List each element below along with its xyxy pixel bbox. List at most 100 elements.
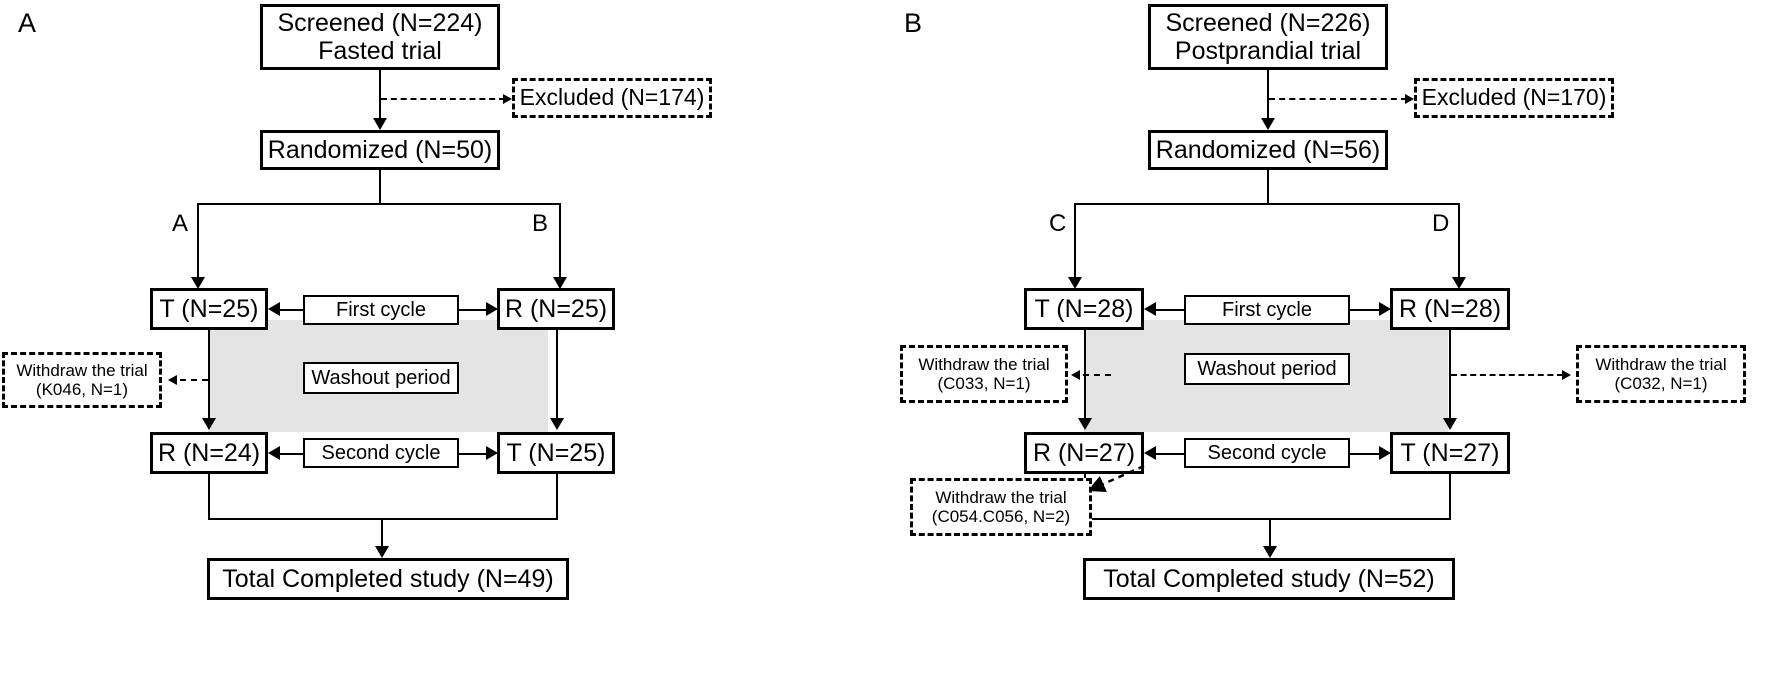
withdraw-left-upper-arrowhead — [1071, 370, 1080, 380]
panel-a-letter: A — [18, 8, 37, 38]
branch-left-letter: C — [1049, 210, 1067, 237]
withdraw-left-upper-line1: Withdraw the trial — [918, 354, 1050, 374]
second-cycle-arrowhead-left — [268, 446, 280, 460]
connector-screened-randomized — [379, 70, 381, 126]
second-cycle-arrowhead-right — [1379, 446, 1391, 460]
arrowhead-excluded — [503, 94, 512, 104]
withdraw-left-line2: (K046, N=1) — [35, 380, 129, 399]
second-cycle-arrowhead-right — [486, 446, 498, 460]
branch-stem — [1267, 170, 1269, 204]
merge-bar — [1084, 518, 1451, 520]
total-completed-box: Total Completed study (N=49) — [207, 558, 569, 600]
excluded-label: Excluded (N=170) — [1421, 84, 1607, 111]
arrowhead-total — [375, 546, 389, 558]
washout-line-right — [1449, 330, 1451, 426]
second-cycle-right-box: T (N=25) — [497, 432, 615, 474]
first-cycle-right-box: R (N=25) — [497, 288, 615, 330]
second-cycle-left-label: R (N=27) — [1032, 439, 1136, 467]
withdraw-right-arrowhead — [1562, 370, 1571, 380]
merge-line-right — [1449, 474, 1451, 520]
washout-arrowhead-left — [1078, 418, 1092, 430]
first-cycle-label-box: First cycle — [303, 295, 459, 325]
withdraw-left-upper-line2: (C033, N=1) — [937, 374, 1031, 393]
second-cycle-arrow-left-line — [277, 453, 303, 455]
arrowhead-excluded — [1405, 94, 1414, 104]
second-cycle-left-box: R (N=24) — [150, 432, 268, 474]
randomized-box: Randomized (N=56) — [1148, 130, 1388, 170]
total-completed-label: Total Completed study (N=49) — [222, 565, 554, 593]
first-cycle-left-label: T (N=25) — [159, 295, 259, 323]
merge-line-right — [556, 474, 558, 520]
panel-a: A Screened (N=224) Fasted trial Excluded… — [2, 4, 712, 600]
screened-line2: Fasted trial — [318, 37, 442, 65]
branch-right-letter: D — [1432, 210, 1450, 237]
withdraw-box-left-upper: Withdraw the trial (C033, N=1) — [900, 345, 1068, 403]
withdraw-left-upper-connector — [1083, 374, 1111, 376]
second-cycle-left-box: R (N=27) — [1024, 432, 1144, 474]
withdraw-right-line2: (C032, N=1) — [1614, 374, 1708, 393]
withdraw-left-line1: Withdraw the trial — [16, 360, 148, 380]
screened-line1: Screened (N=226) — [1165, 9, 1371, 37]
first-cycle-arrow-left-line — [1156, 309, 1184, 311]
branch-right-line — [559, 203, 561, 285]
second-cycle-arrow-left-line — [1156, 453, 1184, 455]
second-cycle-label-box: Second cycle — [1184, 438, 1350, 468]
washout-line-right — [556, 330, 558, 426]
first-cycle-left-box: T (N=28) — [1024, 288, 1144, 330]
arrowhead-branch-left — [1068, 277, 1082, 289]
first-cycle-arrow-right-line — [459, 309, 487, 311]
randomized-box: Randomized (N=50) — [260, 130, 500, 170]
connector-screened-randomized — [1267, 70, 1269, 126]
washout-arrowhead-left — [202, 418, 216, 430]
branch-stem — [379, 170, 381, 204]
withdraw-right-connector — [1451, 374, 1563, 376]
first-cycle-right-box: R (N=28) — [1390, 288, 1510, 330]
second-cycle-arrow-right-line — [1350, 453, 1380, 455]
panel-b: B Screened (N=226) Postprandial trial Ex… — [886, 0, 1772, 673]
arrowhead-randomized — [373, 118, 387, 130]
first-cycle-right-label: R (N=28) — [1398, 295, 1502, 323]
screened-line2: Postprandial trial — [1174, 37, 1362, 65]
second-cycle-right-label: T (N=25) — [506, 439, 606, 467]
withdraw-right-line1: Withdraw the trial — [1595, 354, 1727, 374]
withdraw-box-left-lower: Withdraw the trial (C054.C056, N=2) — [910, 478, 1092, 536]
total-completed-label: Total Completed study (N=52) — [1103, 565, 1435, 593]
first-cycle-label: First cycle — [1222, 298, 1312, 321]
withdraw-left-lower-line2: (C054.C056, N=2) — [931, 507, 1071, 526]
first-cycle-label-box: First cycle — [1184, 295, 1350, 325]
branch-right-letter: B — [532, 210, 549, 237]
washout-label-box: Washout period — [303, 362, 459, 394]
arrowhead-branch-right — [1452, 277, 1466, 289]
washout-line-left — [1084, 330, 1086, 426]
first-cycle-arrowhead-right — [486, 302, 498, 316]
washout-label: Washout period — [1197, 357, 1337, 380]
first-cycle-right-label: R (N=25) — [504, 295, 608, 323]
arrowhead-total — [1263, 546, 1277, 558]
second-cycle-arrowhead-left — [1144, 446, 1156, 460]
withdraw-left-lower-line1: Withdraw the trial — [935, 487, 1067, 507]
withdraw-box-left: Withdraw the trial (K046, N=1) — [2, 352, 162, 408]
second-cycle-left-label: R (N=24) — [157, 439, 261, 467]
washout-label-box: Washout period — [1184, 353, 1350, 385]
second-cycle-label-box: Second cycle — [303, 438, 459, 468]
second-cycle-label: Second cycle — [321, 441, 441, 464]
randomized-label: Randomized (N=56) — [1155, 136, 1381, 164]
washout-arrowhead-right — [550, 418, 564, 430]
washout-line-left — [208, 330, 210, 426]
washout-arrowhead-right — [1443, 418, 1457, 430]
first-cycle-label: First cycle — [336, 298, 426, 321]
merge-bar — [208, 518, 558, 520]
second-cycle-right-label: T (N=27) — [1400, 439, 1500, 467]
first-cycle-left-box: T (N=25) — [150, 288, 268, 330]
first-cycle-arrow-right-line — [1350, 309, 1380, 311]
branch-bar — [1074, 203, 1460, 205]
excluded-label: Excluded (N=174) — [519, 84, 705, 111]
withdraw-left-arrowhead — [168, 375, 177, 385]
branch-right-line — [1458, 203, 1460, 285]
connector-excluded — [1269, 98, 1407, 100]
withdraw-left-lower-connector — [1087, 464, 1145, 492]
second-cycle-label: Second cycle — [1207, 441, 1327, 464]
washout-label: Washout period — [311, 366, 451, 389]
first-cycle-arrow-left-line — [277, 309, 303, 311]
